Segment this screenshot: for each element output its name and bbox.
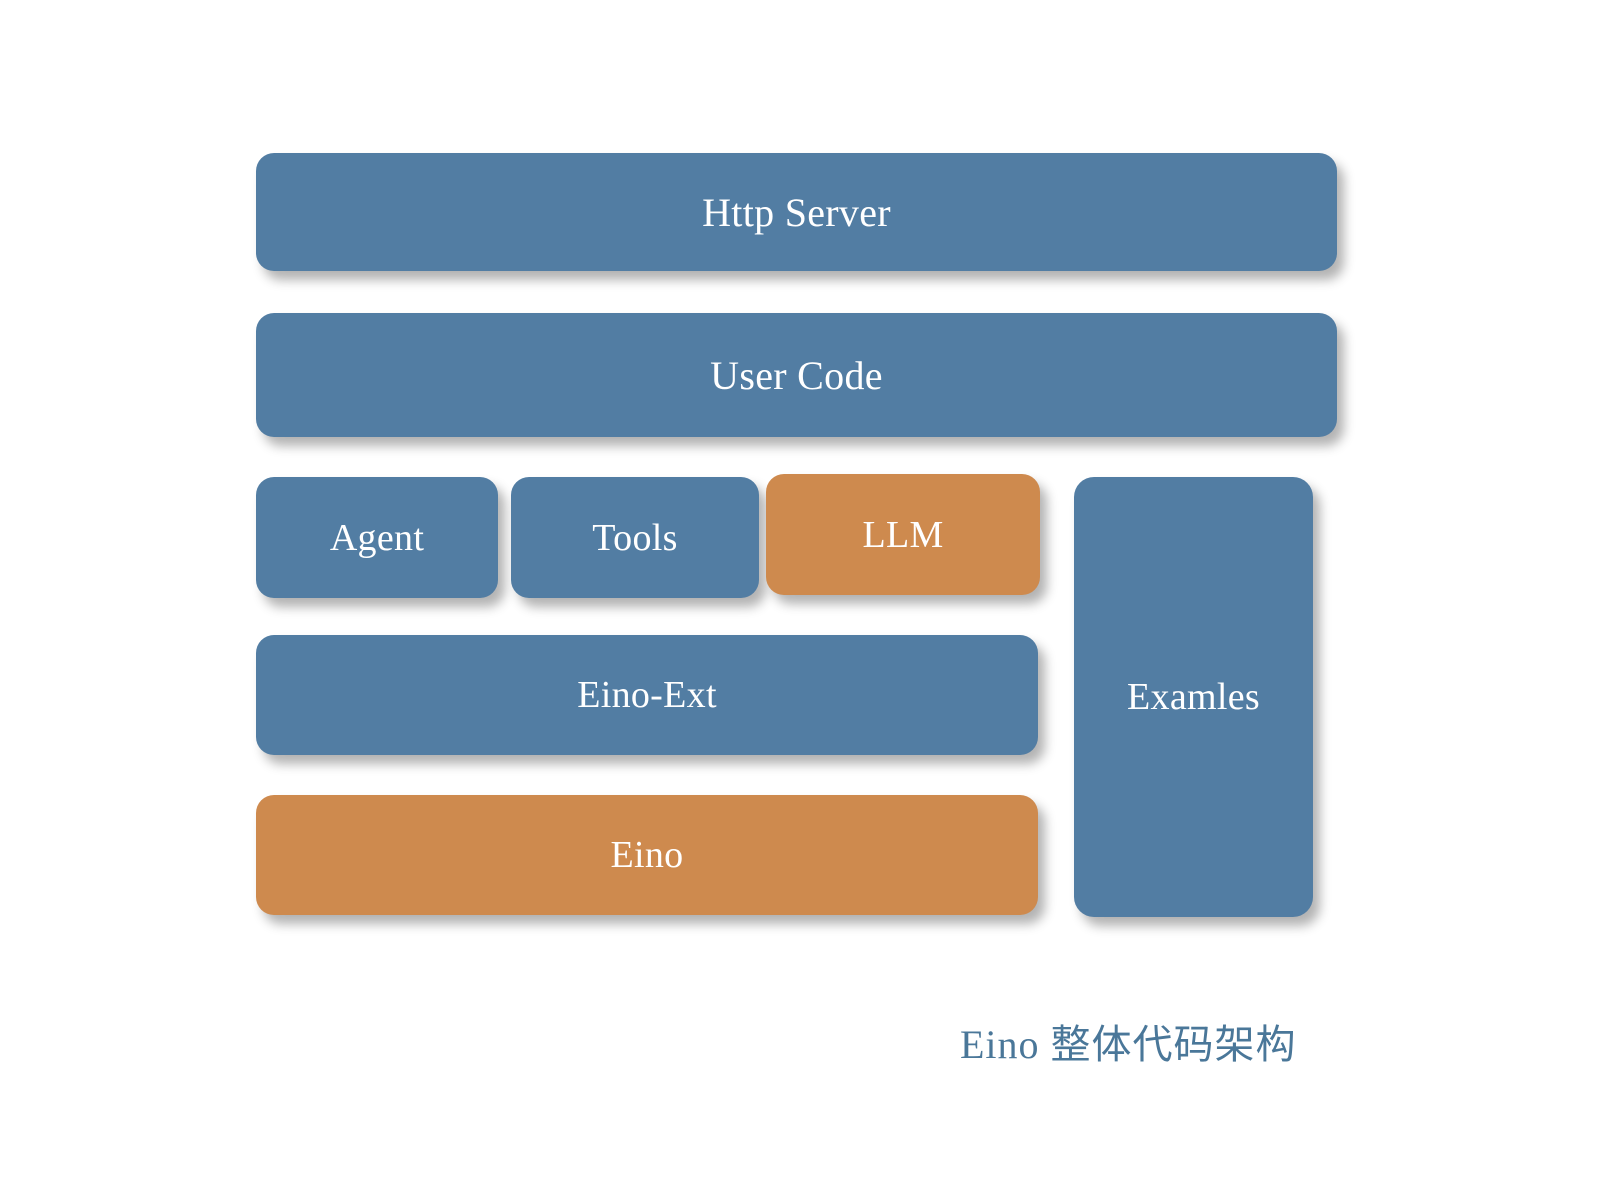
node-http-server: Http Server [256,153,1337,271]
node-examples-label: Examles [1127,676,1260,718]
node-user-code-label: User Code [710,352,883,398]
node-llm: LLM [766,474,1040,595]
node-examples: Examles [1074,477,1313,917]
node-tools-label: Tools [592,516,678,559]
node-llm-label: LLM [862,513,944,556]
node-agent-label: Agent [329,516,425,559]
diagram-caption: Eino 整体代码架构 [960,1022,1297,1067]
node-user-code: User Code [256,313,1337,437]
node-tools: Tools [511,477,759,598]
node-eino: Eino [256,795,1038,915]
node-http-server-label: Http Server [702,189,891,235]
node-eino-ext-label: Eino-Ext [577,674,717,716]
node-eino-ext: Eino-Ext [256,635,1038,755]
node-agent: Agent [256,477,498,598]
node-eino-label: Eino [610,834,684,876]
